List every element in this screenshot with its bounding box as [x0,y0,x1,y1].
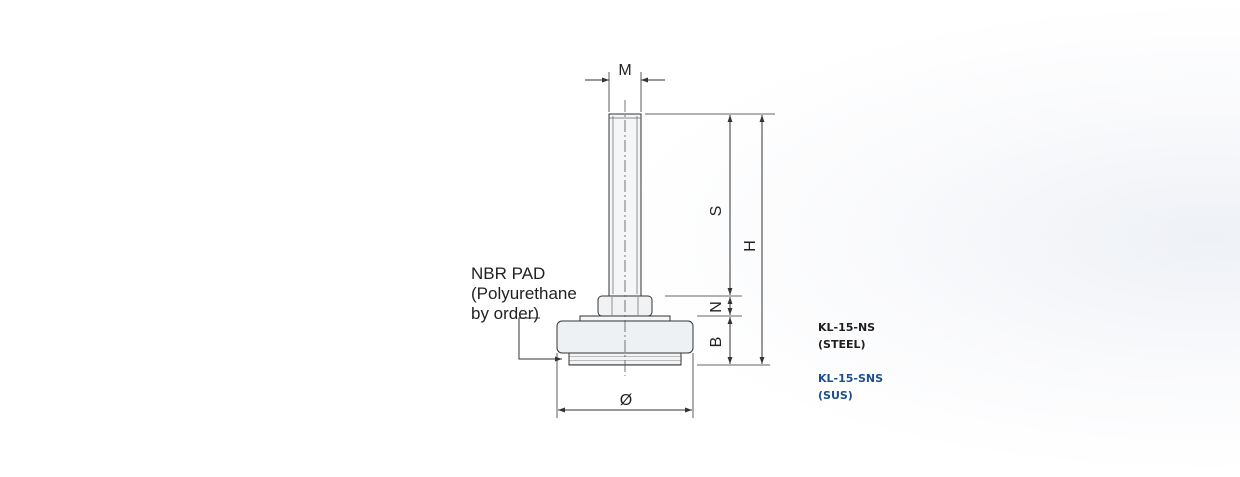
n-label: N [708,301,725,313]
model-steel: KL-15-NS (STEEL) [818,319,875,353]
callout-line-3: by order) [471,304,540,323]
model-code: KL-15-SNS [818,372,884,385]
model-code: KL-15-NS [818,321,876,334]
pad-leader-line [518,317,562,362]
diameter-label: Ø [620,392,632,409]
nbr-pad-callout: NBR PAD (Polyurethane by order) [471,264,577,324]
callout-line-1: NBR PAD [471,264,546,283]
model-sus: KL-15-SNS (SUS) [818,370,883,404]
model-material: (STEEL) [818,338,866,351]
m-label: M [618,62,631,79]
s-label: S [708,206,725,217]
callout-line-2: (Polyurethane [471,284,577,303]
h-label: H [742,240,759,252]
b-label: B [708,337,725,348]
model-material: (SUS) [818,389,853,402]
